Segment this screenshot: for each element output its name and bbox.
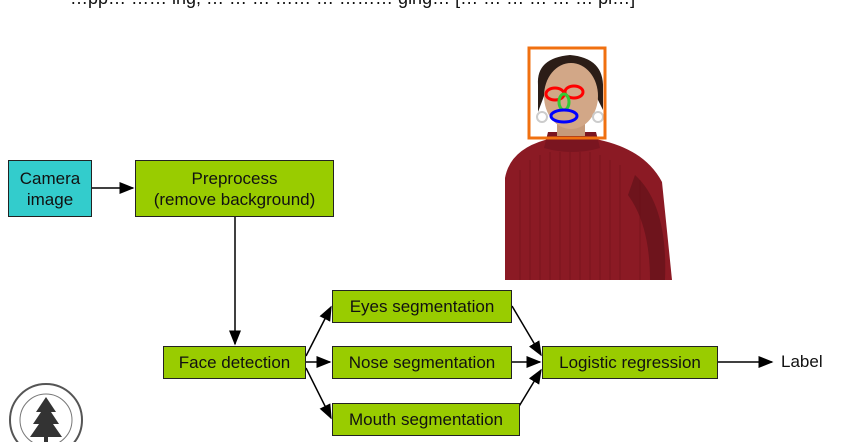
face — [544, 63, 598, 129]
nose-segmentation-box: Nose segmentation — [332, 346, 512, 379]
preprocess-label-line1: Preprocess — [191, 168, 278, 188]
camera-label-line2: image — [26, 189, 74, 209]
arrow-face-to-eyes — [305, 305, 332, 357]
mouth-ring — [549, 108, 579, 124]
earring-left — [536, 111, 548, 123]
earring-right — [592, 111, 604, 123]
right-eye-ring — [563, 84, 585, 100]
preprocess-box: Preprocess (remove background) — [135, 160, 334, 217]
camera-label-line1: Camera — [19, 168, 81, 188]
face-detection-rect — [527, 46, 607, 140]
mouth-segmentation-box: Mouth segmentation — [332, 403, 520, 436]
sweater-body — [505, 132, 672, 280]
slide-header-text: …pp… …… ing, … … … …… … ……… ging… [… … …… — [70, 0, 635, 9]
face-detection-box: Face detection — [163, 346, 306, 379]
eyes-segmentation-box: Eyes segmentation — [332, 290, 512, 323]
arrow-eyes-to-logistic — [511, 305, 542, 357]
camera-image-box: Camera image — [8, 160, 92, 217]
arrow-face-to-mouth — [305, 367, 332, 420]
output-label: Label — [781, 352, 823, 371]
preprocess-label-line2: (remove background) — [153, 189, 316, 209]
sweater-arm-right — [628, 175, 666, 280]
logistic-regression-box: Logistic regression — [542, 346, 718, 379]
